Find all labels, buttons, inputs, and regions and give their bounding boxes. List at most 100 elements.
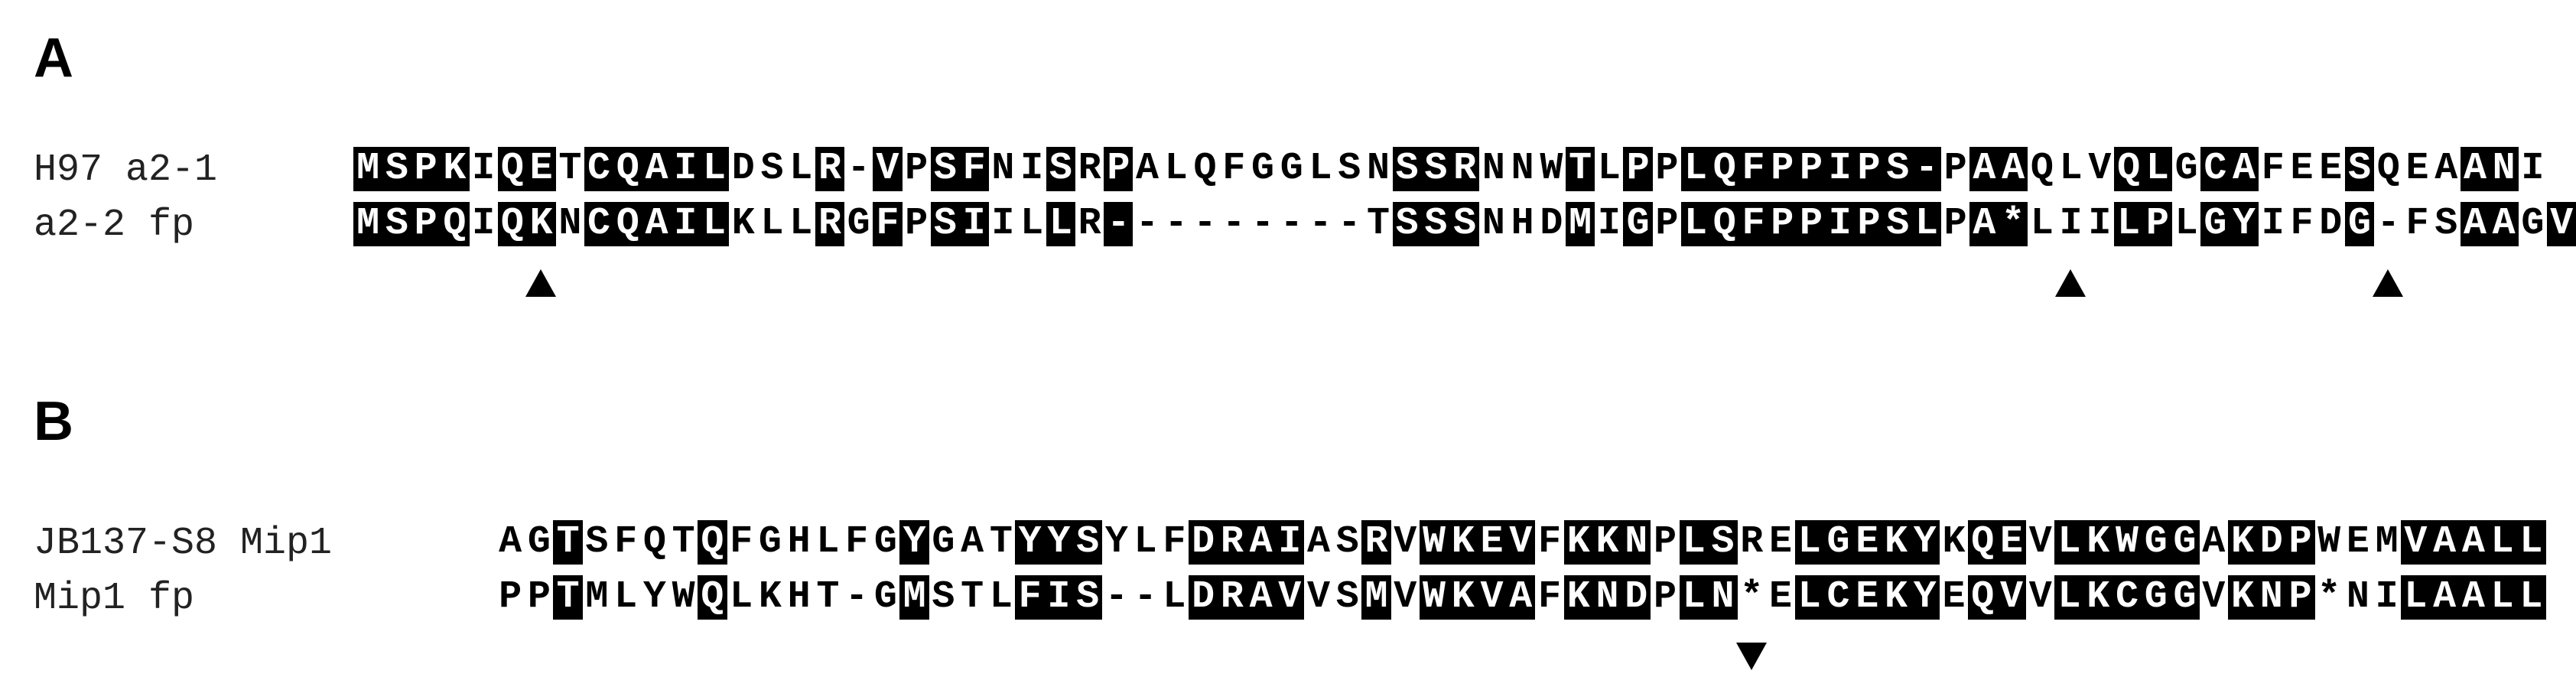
residue: V	[873, 147, 903, 191]
residue: T	[989, 520, 1013, 564]
residue: E	[1852, 520, 1882, 565]
residue: V	[1996, 575, 2027, 620]
residue: -	[1280, 202, 1303, 246]
residue: E	[2319, 147, 2343, 190]
residue: S	[2435, 202, 2458, 246]
triangle-up-icon	[525, 269, 557, 297]
residue: L	[2516, 575, 2546, 620]
residue: P	[1768, 202, 1797, 246]
residue: D	[1188, 520, 1218, 565]
residue: R	[1740, 520, 1764, 564]
residue: -	[845, 575, 869, 619]
residue: P	[2142, 202, 2172, 246]
residue: S	[1046, 147, 1075, 191]
residue: I	[1825, 147, 1855, 191]
residue: N	[2489, 147, 2519, 191]
residue: K	[1592, 520, 1622, 565]
residue: Y	[1104, 520, 1128, 564]
residue: A	[1246, 520, 1276, 565]
residue: K	[2083, 575, 2113, 620]
residue: G	[758, 520, 782, 564]
residue: S	[585, 520, 609, 564]
residue: E	[1942, 575, 1966, 619]
residue: P	[1654, 575, 1677, 619]
residue: -	[1338, 202, 1361, 246]
residue: Q	[1709, 147, 1739, 191]
residue: L	[1046, 202, 1075, 246]
residue: K	[1563, 520, 1593, 565]
triangle-down-icon	[1735, 643, 1767, 670]
residue: P	[905, 147, 929, 190]
residue: Q	[497, 202, 527, 246]
residue: C	[584, 147, 614, 191]
residue: L	[989, 575, 1013, 619]
residue: I	[991, 202, 1015, 246]
residue: Q	[2376, 147, 2400, 190]
residue: T	[553, 520, 583, 565]
residue: P	[527, 575, 551, 619]
residue: P	[2285, 520, 2315, 565]
residue: D	[2256, 520, 2286, 565]
residue: V	[1506, 520, 1536, 565]
residue: Y	[642, 575, 666, 619]
residue: I	[1597, 202, 1621, 246]
residue: G	[932, 520, 955, 564]
residue: F	[2261, 147, 2285, 190]
residue: L	[2174, 202, 2198, 246]
residue: S	[1338, 147, 1361, 190]
residue: A	[2435, 147, 2458, 190]
residue: I	[2521, 147, 2545, 190]
residue: A	[2489, 202, 2519, 246]
residue: G	[2174, 147, 2198, 190]
residue: S	[930, 147, 961, 191]
residue: L	[1134, 520, 1157, 564]
residue: G	[1623, 202, 1653, 246]
residue: K	[526, 202, 556, 246]
residue: E	[1769, 575, 1793, 619]
residue: L	[816, 520, 840, 564]
residue: W	[1419, 575, 1449, 620]
residue: G	[873, 575, 897, 619]
residue: Q	[642, 520, 666, 564]
residue: A	[1136, 147, 1160, 190]
residue: S	[930, 202, 961, 246]
residue: L	[1309, 147, 1332, 190]
residue: M	[1565, 202, 1595, 246]
residue: P	[411, 202, 441, 246]
residue: G	[847, 202, 870, 246]
residue: A	[2458, 575, 2489, 620]
residue: I	[1275, 520, 1305, 565]
residue: P	[499, 575, 522, 619]
residue: F	[1538, 575, 1562, 619]
residue: R	[1450, 147, 1480, 191]
residue: P	[1104, 147, 1134, 191]
residue: F	[1163, 520, 1186, 564]
residue: P	[1768, 147, 1797, 191]
residue: Y	[2229, 202, 2259, 246]
residue: *	[2317, 575, 2341, 619]
residue: -	[1104, 575, 1128, 619]
residue: A	[2229, 147, 2259, 191]
residue: L	[1597, 147, 1621, 190]
residue: V	[2547, 202, 2576, 246]
residue: S	[1883, 202, 1913, 246]
residue: P	[1623, 147, 1653, 191]
residue: L	[1679, 575, 1709, 620]
residue: N	[1708, 575, 1738, 620]
residue: F	[2405, 202, 2429, 246]
residue: F	[730, 520, 753, 564]
residue: A	[1246, 575, 1276, 620]
residue: N	[2346, 575, 2369, 619]
residue: S	[760, 147, 784, 190]
residue: F	[1538, 520, 1562, 564]
residue: L	[789, 202, 813, 246]
residue: S	[1072, 575, 1103, 620]
residue: N	[2256, 575, 2286, 620]
residue: L	[2054, 575, 2084, 620]
residue: -	[1251, 202, 1274, 246]
residue: C	[2112, 575, 2142, 620]
residue: L	[2054, 520, 2084, 565]
residue: *	[1740, 575, 1764, 619]
